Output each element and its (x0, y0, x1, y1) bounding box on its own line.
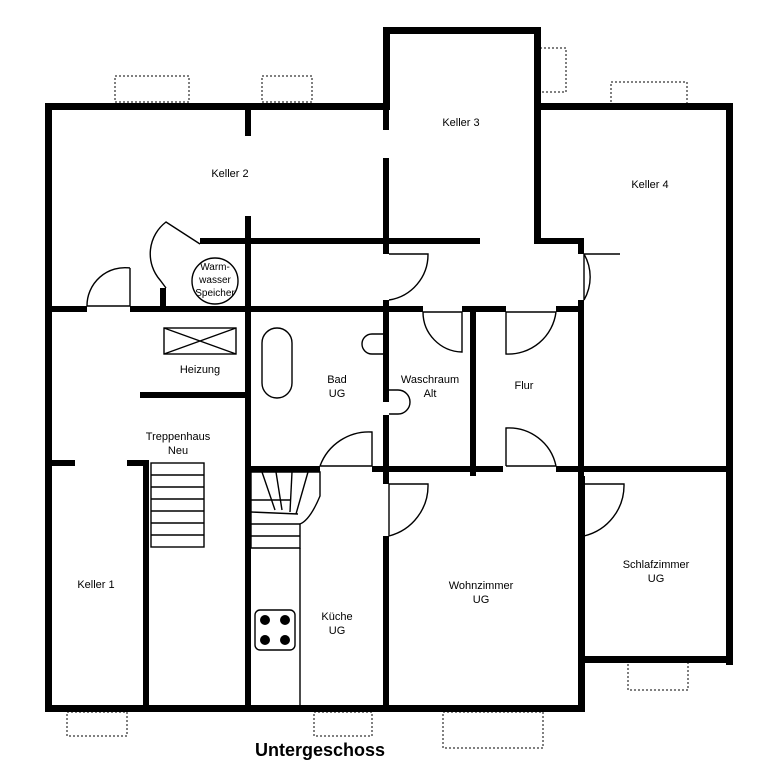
fixture-label-warmwasser-2: wasser (198, 275, 231, 286)
window (114, 75, 190, 103)
fixture-label-warmwasser-3: Speicher (195, 288, 235, 299)
door (422, 311, 463, 353)
window (627, 661, 689, 691)
door (388, 253, 429, 301)
room-label-flur: Flur (515, 380, 534, 392)
sink-icon (361, 333, 383, 355)
room-labels: Keller 2 Keller 3 Keller 4 Keller 1 Heiz… (77, 117, 689, 637)
room-label-schlafzimmer: Schlafzimmer (623, 559, 690, 571)
door (505, 311, 557, 355)
fixtures (150, 257, 411, 705)
window (539, 47, 567, 93)
spiral-stairs-icon (250, 471, 321, 705)
room-label-wohnzimmer: Wohnzimmer (449, 580, 514, 592)
room-label-kueche: Küche (321, 611, 352, 623)
room-label-kueche-sub: UG (329, 625, 346, 637)
doors (86, 221, 625, 537)
stove-icon (254, 609, 296, 651)
room-label-schlafzimmer-sub: UG (648, 573, 665, 585)
room-label-treppenhaus: Treppenhaus (146, 431, 211, 443)
window (261, 75, 313, 103)
window (66, 711, 128, 737)
window (610, 81, 688, 105)
door (86, 266, 131, 307)
room-label-keller-2: Keller 2 (211, 168, 248, 180)
fixture-label-warmwasser-1: Warm- (200, 262, 230, 273)
room-label-keller-1: Keller 1 (77, 579, 114, 591)
room-label-waschraum-sub: Alt (424, 388, 437, 400)
door (149, 221, 201, 289)
toilet-icon (389, 389, 411, 415)
bathtub-icon (261, 327, 293, 399)
door (505, 427, 557, 467)
door (583, 483, 625, 537)
door (388, 483, 429, 537)
room-label-bad: Bad (327, 374, 347, 386)
room-label-treppenhaus-sub: Neu (168, 445, 188, 457)
stairs-icon (150, 462, 205, 548)
room-label-bad-sub: UG (329, 388, 346, 400)
walls (45, 27, 733, 712)
plan-title: Untergeschoss (255, 740, 385, 760)
room-label-heizung: Heizung (180, 364, 220, 376)
room-label-keller-4: Keller 4 (631, 179, 668, 191)
window (442, 711, 544, 749)
water-heater-icon (191, 257, 239, 305)
heater-icon (163, 327, 237, 355)
door (319, 431, 373, 467)
room-label-keller-3: Keller 3 (442, 117, 479, 129)
door (583, 253, 620, 301)
window (313, 711, 373, 737)
room-label-wohnzimmer-sub: UG (473, 594, 490, 606)
room-label-waschraum: Waschraum (401, 374, 459, 386)
